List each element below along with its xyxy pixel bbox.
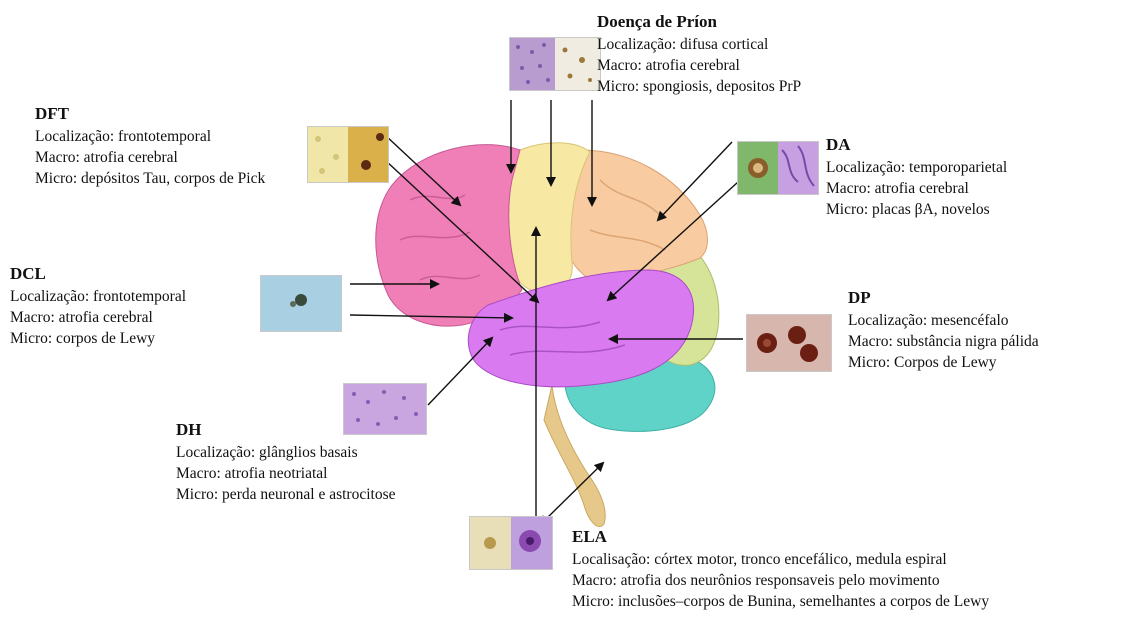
dp-location: Localização: mesencéfalo xyxy=(848,310,1039,331)
dcl-macro: Macro: atrofia cerebral xyxy=(10,307,186,328)
dft-micro: Micro: depósitos Tau, corpos de Pick xyxy=(35,168,265,189)
dcl-histology-image xyxy=(260,275,342,332)
ela-title: ELA xyxy=(572,525,989,549)
prion-title: Doença de Príon xyxy=(597,10,801,34)
dcl-title: DCL xyxy=(10,262,186,286)
da-micro: Micro: placas βA, novelos xyxy=(826,199,1007,220)
da-histology-image xyxy=(737,141,819,195)
prion-label: Doença de Príon Localização: difusa cort… xyxy=(597,10,801,97)
arrow-dh xyxy=(428,338,492,405)
dp-title: DP xyxy=(848,286,1039,310)
dcl-label: DCL Localização: frontotemporal Macro: a… xyxy=(10,262,186,349)
ela-location: Localisação: córtex motor, tronco encefá… xyxy=(572,549,989,570)
dp-micro: Micro: Corpos de Lewy xyxy=(848,352,1039,373)
dft-label: DFT Localização: frontotemporal Macro: a… xyxy=(35,102,265,189)
dh-title: DH xyxy=(176,418,396,442)
prion-macro: Macro: atrofia cerebral xyxy=(597,55,801,76)
ela-macro: Macro: atrofia dos neurônios responsavei… xyxy=(572,570,989,591)
dft-histology-image xyxy=(307,126,389,183)
prion-histology-image xyxy=(509,37,601,91)
dcl-micro: Micro: corpos de Lewy xyxy=(10,328,186,349)
dp-macro: Macro: substância nigra pálida xyxy=(848,331,1039,352)
prion-location: Localização: difusa cortical xyxy=(597,34,801,55)
dcl-location: Localização: frontotemporal xyxy=(10,286,186,307)
dp-histology-image xyxy=(746,314,832,372)
da-label: DA Localização: temporoparietal Macro: a… xyxy=(826,133,1007,220)
ela-micro: Micro: inclusões–corpos de Bunina, semel… xyxy=(572,591,989,612)
da-macro: Macro: atrofia cerebral xyxy=(826,178,1007,199)
da-title: DA xyxy=(826,133,1007,157)
dft-title: DFT xyxy=(35,102,265,126)
ela-label: ELA Localisação: córtex motor, tronco en… xyxy=(572,525,989,612)
ela-histology-image xyxy=(469,516,553,570)
dh-location: Localização: glânglios basais xyxy=(176,442,396,463)
dh-label: DH Localização: glânglios basais Macro: … xyxy=(176,418,396,505)
dft-macro: Macro: atrofia cerebral xyxy=(35,147,265,168)
prion-micro: Micro: spongiosis, depositos PrP xyxy=(597,76,801,97)
dh-micro: Micro: perda neuronal e astrocitose xyxy=(176,484,396,505)
da-location: Localização: temporoparietal xyxy=(826,157,1007,178)
dp-label: DP Localização: mesencéfalo Macro: subst… xyxy=(848,286,1039,373)
dft-location: Localização: frontotemporal xyxy=(35,126,265,147)
dh-macro: Macro: atrofia neotriatal xyxy=(176,463,396,484)
